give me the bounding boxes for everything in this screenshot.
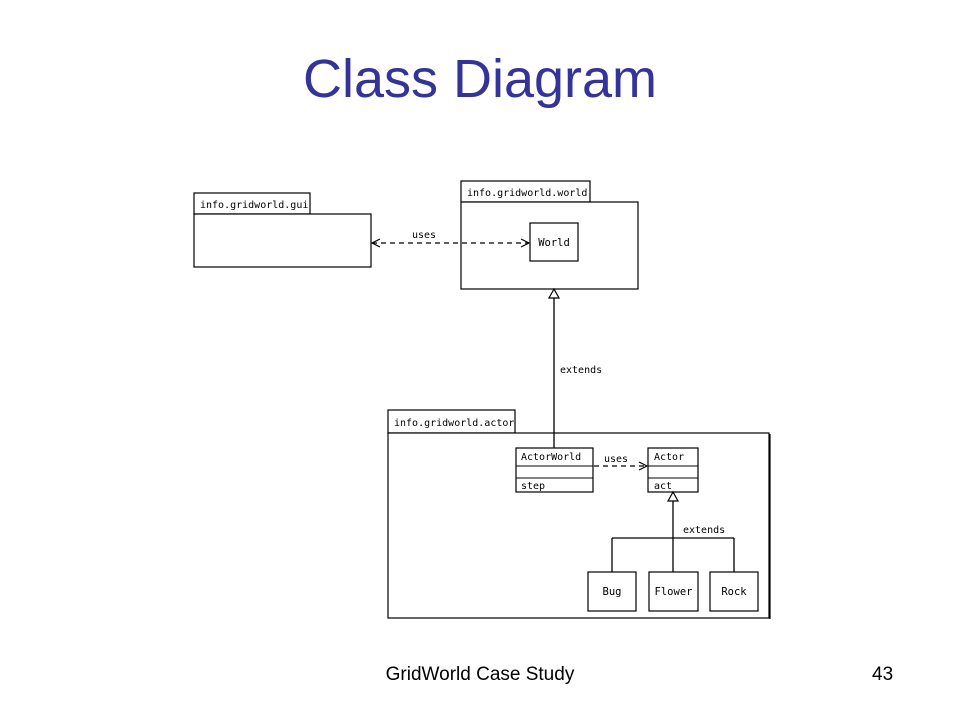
class-actorworld-method: step — [521, 481, 545, 492]
class-actor: Actor act — [647, 447, 699, 493]
relation-actorworld-uses-actor-label: uses — [604, 454, 628, 465]
package-world: info.gridworld.world — [460, 180, 639, 290]
relation-gui-uses-world: uses — [372, 230, 529, 243]
class-actor-method: act — [654, 481, 672, 492]
page-number: 43 — [872, 664, 894, 685]
class-bug-name: Bug — [603, 586, 622, 598]
package-actor-label: info.gridworld.actor — [394, 418, 514, 429]
footer-text: GridWorld Case Study — [385, 664, 575, 685]
class-world: World — [529, 222, 579, 262]
slide-title: Class Diagram — [302, 49, 658, 109]
relation-gui-uses-world-label: uses — [412, 230, 436, 241]
package-gui: info.gridworld.gui — [193, 192, 372, 268]
class-actorworld-name: ActorWorld — [521, 452, 581, 463]
class-actor-name: Actor — [654, 452, 684, 463]
class-rock-name: Rock — [721, 586, 747, 598]
relation-actorworld-extends-world: extends — [547, 287, 602, 448]
class-flower: Flower — [648, 571, 699, 612]
relation-subclasses-extend-actor: extends — [611, 490, 735, 572]
package-world-label: info.gridworld.world — [467, 188, 587, 199]
class-actorworld: ActorWorld step — [515, 447, 594, 493]
relation-subclasses-extend-actor-label: extends — [683, 525, 725, 536]
relation-actorworld-extends-world-label: extends — [560, 365, 602, 376]
class-world-name: World — [538, 237, 570, 249]
class-bug: Bug — [587, 571, 637, 612]
package-gui-label: info.gridworld.gui — [200, 200, 308, 211]
relation-actorworld-uses-actor: uses — [594, 454, 647, 466]
class-rock: Rock — [709, 571, 759, 612]
class-flower-name: Flower — [655, 586, 693, 598]
